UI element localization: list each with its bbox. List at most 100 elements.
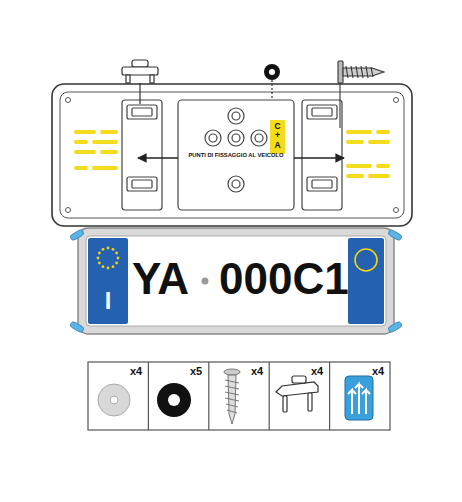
- clip-recess: [312, 180, 332, 188]
- holder-back-frame: [66, 98, 71, 103]
- yellow-mark: [368, 174, 390, 178]
- yellow-mark: [100, 150, 118, 154]
- screw-icon: [339, 83, 340, 128]
- screw-part: [225, 380, 239, 413]
- fixing-hole: [228, 176, 244, 192]
- clip-recess: [132, 180, 152, 188]
- quantity-label: x4: [251, 365, 263, 377]
- screw-icon: [338, 61, 384, 128]
- quantity-label: x4: [311, 365, 323, 377]
- washer-icon: [264, 64, 280, 100]
- clip-icon: [122, 60, 158, 104]
- clip-recess: [307, 105, 337, 119]
- yellow-mark: [74, 130, 96, 134]
- eu-stars: [98, 252, 101, 255]
- anchor-part: [345, 376, 373, 420]
- yellow-mark: [346, 130, 372, 134]
- screw-icon: [346, 66, 373, 78]
- quantity-label: x4: [130, 365, 142, 377]
- parts-table: [269, 362, 270, 430]
- yellow-mark: [368, 140, 390, 144]
- code-text: C+A: [273, 122, 282, 150]
- blue-band: [348, 238, 384, 324]
- screw-part: [224, 369, 240, 424]
- yellow-mark: [74, 166, 88, 170]
- parts-table: [88, 362, 390, 430]
- clip-part: [292, 376, 306, 383]
- clip-recess: [302, 100, 342, 210]
- fixing-hole: [251, 130, 267, 146]
- anchor-part: [345, 376, 373, 420]
- clip-icon: [139, 83, 140, 104]
- code-badge: C+A: [270, 120, 285, 154]
- country-code: I: [88, 288, 128, 315]
- yellow-mark: [74, 140, 88, 144]
- eu-stars: [97, 257, 100, 260]
- pointer-arrow: [294, 157, 344, 159]
- fixing-hole: [228, 108, 244, 124]
- fixing-hole: [205, 130, 221, 146]
- yellow-mark: [74, 150, 96, 154]
- yellow-mark: [346, 164, 372, 168]
- holder-back-frame: [394, 208, 399, 213]
- washer-icon: [271, 80, 272, 100]
- holder-back-frame: [52, 84, 412, 226]
- clip-icon: [126, 75, 130, 83]
- clip-icon: [132, 60, 148, 67]
- washer-icon: [269, 69, 275, 75]
- clip-recess: [122, 100, 342, 210]
- fixing-panel: C+A PUNTI DI FISSAGGIO AL VEICOLO: [178, 100, 294, 210]
- grey-washer: [98, 384, 130, 416]
- blue-band: [88, 238, 128, 324]
- screw-part: [224, 369, 240, 375]
- eu-stars: [102, 248, 105, 251]
- clip-part: [276, 376, 318, 412]
- eu-stars: [117, 257, 120, 260]
- fixing-hole: [232, 180, 240, 188]
- clip-icon: [122, 67, 158, 75]
- eu-stars: [107, 247, 110, 250]
- fixing-hole: [255, 134, 263, 142]
- license-plate: IYA000C1: [86, 236, 386, 326]
- plate-clip: [387, 321, 402, 333]
- clip-recess: [122, 100, 162, 210]
- yellow-mark: [100, 130, 118, 134]
- quantity-label: x4: [372, 365, 384, 377]
- fixing-hole: [205, 108, 267, 192]
- eu-stars: [102, 265, 105, 268]
- panel-label: PUNTI DI FISSAGGIO AL VEICOLO: [178, 152, 294, 159]
- screw-icon: [343, 68, 384, 76]
- plate-letters: YA: [132, 254, 189, 305]
- fixing-hole: [232, 112, 240, 120]
- parts-table: [329, 362, 330, 430]
- yellow-mark: [376, 164, 390, 168]
- blue-band: [88, 238, 384, 324]
- separator-dot: [202, 278, 209, 285]
- eu-stars: [98, 262, 101, 265]
- fixing-panel-outline: [178, 100, 294, 210]
- anchor-part: [348, 384, 370, 414]
- parts-table: [208, 362, 209, 430]
- clip-recess: [127, 177, 157, 191]
- clip-icon: [150, 75, 154, 83]
- quantity-label: x5: [190, 365, 202, 377]
- black-washer: [157, 383, 191, 417]
- yellow-mark: [92, 166, 118, 170]
- eu-stars: [107, 267, 110, 270]
- pointer-arrow: [138, 157, 178, 159]
- eu-stars: [112, 248, 115, 251]
- country-band: I: [88, 238, 128, 324]
- clip-recess: [307, 177, 337, 191]
- fixing-panel-outline: [178, 100, 294, 210]
- screw-icon: [338, 61, 343, 83]
- fixing-hole: [228, 130, 244, 146]
- washer-icon: [264, 64, 280, 80]
- plate-clip: [69, 229, 402, 333]
- clip-part: [308, 393, 312, 411]
- holder-back-frame: [394, 98, 399, 103]
- clip-recess: [132, 108, 152, 116]
- clip-recess: [312, 108, 332, 116]
- black-washer: [168, 394, 180, 406]
- plate-clip: [69, 321, 84, 333]
